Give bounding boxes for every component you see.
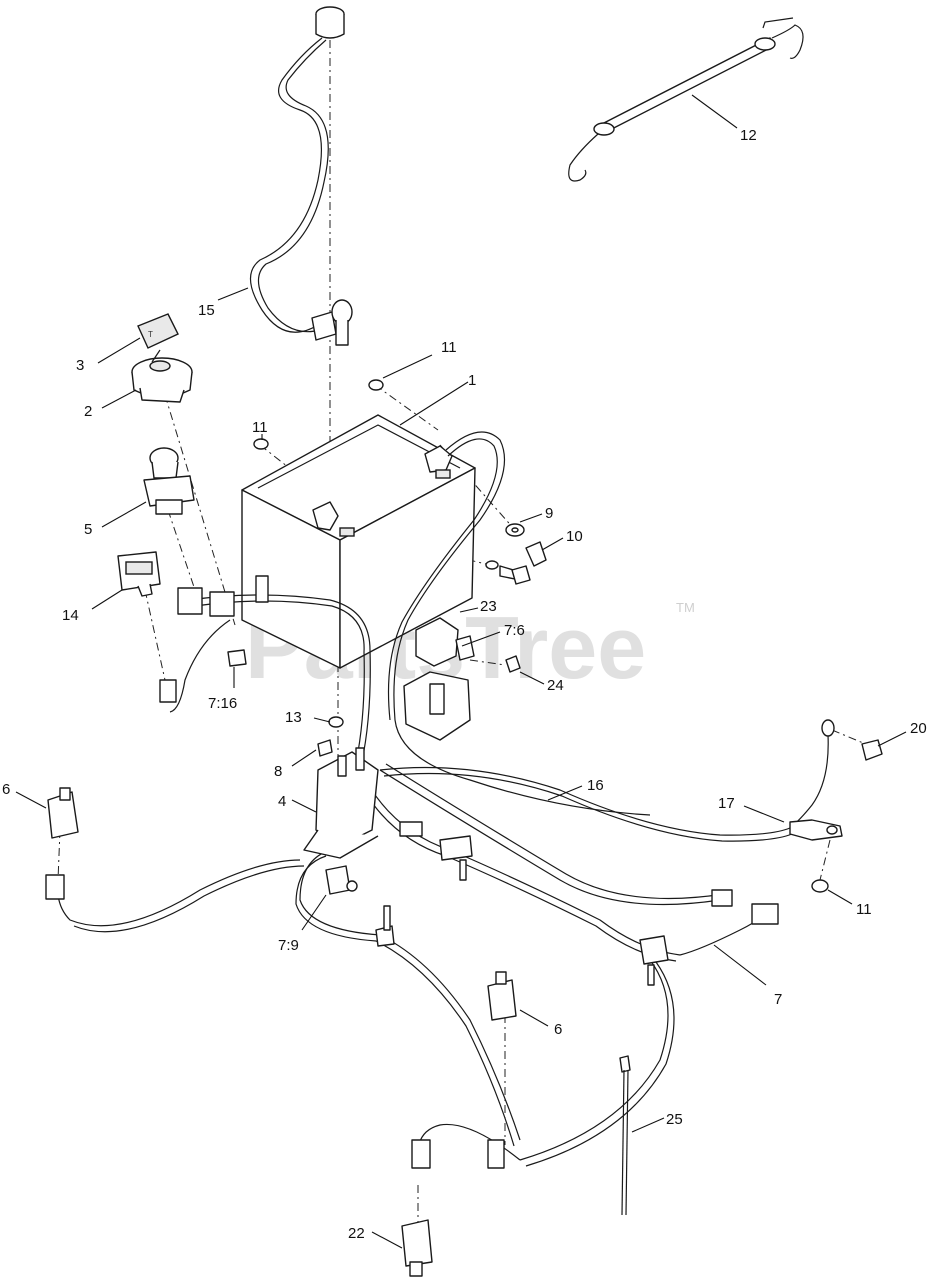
callout-3: 3 [76,357,84,374]
leader-lines [15,94,907,1249]
callout-25: 25 [666,1111,683,1128]
callout-16: 16 [587,777,604,794]
callout-10: 10 [566,528,583,545]
callout-labels: 11 1 3 2 11 5 14 15 12 9 10 23 7:6 24 7:… [2,127,927,1242]
callout-8: 8 [274,763,282,780]
battery-cable-15 [249,6,353,346]
positive-cable-1 [387,431,651,816]
switch-6-left [47,787,79,839]
callout-7-16: 7:16 [208,695,237,712]
connectors [45,575,779,1169]
callout-11-right: 11 [856,901,872,918]
solenoid-4 [303,747,379,895]
cable-tie-25 [619,1055,631,1216]
callout-7-6: 7:6 [504,622,525,639]
callout-1: 1 [468,372,476,389]
callout-5: 5 [84,521,92,538]
key-3: T [137,313,179,349]
callout-14: 14 [62,607,79,624]
callout-22: 22 [348,1225,365,1242]
callout-11-top: 11 [441,339,457,356]
hardware [253,379,883,893]
callout-24: 24 [547,677,564,694]
callout-7-9: 7:9 [278,937,299,954]
callout-15: 15 [198,302,215,319]
relay-23 [403,617,475,741]
battery-strap-12 [568,17,804,182]
svg-text:T: T [148,330,153,339]
ignition-switch-2 [131,349,193,403]
callout-2: 2 [84,403,92,420]
watermark-trademark: TM [676,600,695,615]
callout-11-battery: 11 [252,419,268,436]
callout-13: 13 [285,709,302,726]
callout-6-center: 6 [554,1021,562,1038]
callout-6-left: 6 [2,781,10,798]
callout-7: 7 [774,991,782,1008]
callout-20: 20 [910,720,927,737]
switch-6-center [487,971,517,1021]
callout-9: 9 [545,505,553,522]
cable-16 [379,766,793,842]
callout-17: 17 [718,795,735,812]
callout-23: 23 [480,598,497,615]
callout-4: 4 [278,793,286,810]
connector-22 [401,1219,433,1277]
battery-1 [241,414,476,669]
ground-cable-17 [789,719,843,841]
pto-switch-5 [143,447,195,515]
hour-meter-14 [117,551,161,597]
callout-12: 12 [740,127,757,144]
